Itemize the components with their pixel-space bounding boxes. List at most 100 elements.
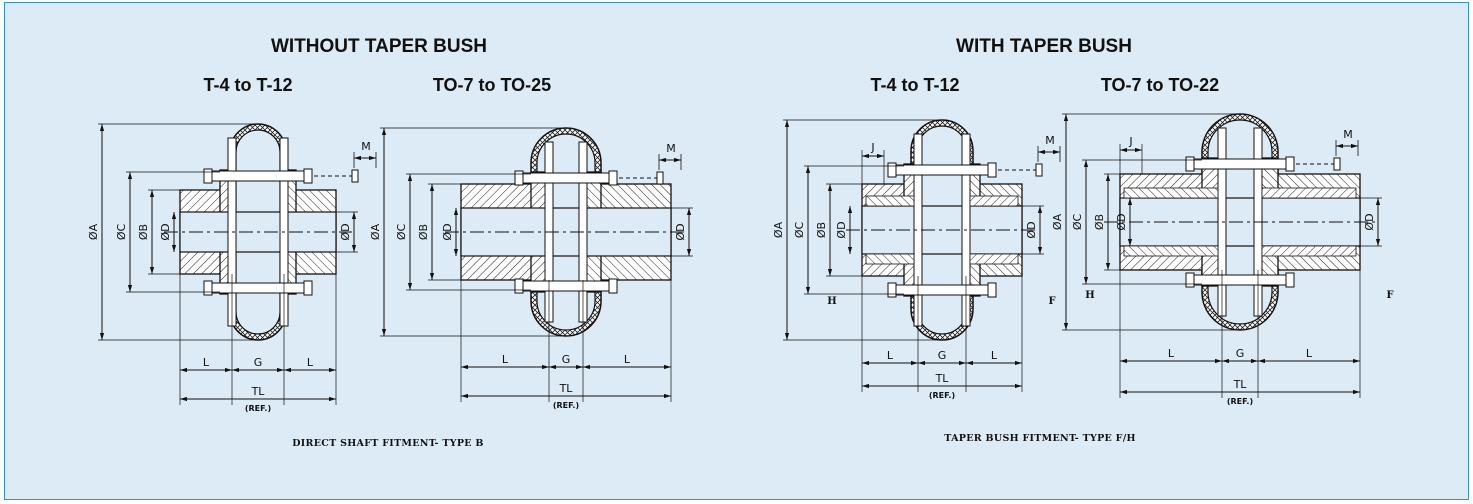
dim-dia-a: ØA xyxy=(772,221,785,238)
bolt xyxy=(209,282,307,294)
dim-l-left: L xyxy=(887,349,894,362)
bolt-nut xyxy=(987,162,997,178)
label-j: J xyxy=(1128,135,1132,148)
dim-dia-b: ØB xyxy=(1093,214,1106,230)
dim-g: G xyxy=(562,353,571,366)
bolt-head xyxy=(514,278,524,294)
label-ref: (REF.) xyxy=(245,404,271,413)
dim-dia-c: ØC xyxy=(395,224,408,241)
dim-tl: TL xyxy=(1233,378,1248,391)
caption-direct-shaft-fitment: DIRECT SHAFT FITMENT- TYPE B xyxy=(292,438,484,449)
shaft-bore xyxy=(861,205,1023,255)
bolt-spare xyxy=(351,169,359,183)
bolt xyxy=(893,164,991,176)
label-h: H xyxy=(827,296,836,307)
label-m: M xyxy=(1045,134,1055,147)
taper-bush-bottom xyxy=(1123,245,1219,257)
bolt-nut xyxy=(303,280,313,296)
bolt-nut xyxy=(608,170,618,186)
taper-bush-top-r xyxy=(969,195,1019,207)
taper-bush-bottom xyxy=(865,253,915,265)
bolt-nut xyxy=(987,282,997,298)
label-f: F xyxy=(1048,296,1055,307)
heading-with-taper-bush: WITH TAPER BUSH xyxy=(956,36,1132,57)
drawing-t4-t12-direct: M ØA ØC ØB ØD ØD L G L TL (REF.) xyxy=(87,123,377,413)
label-f: F xyxy=(1386,290,1393,301)
dim-dia-d-right: ØD xyxy=(1363,213,1376,230)
bolt xyxy=(520,172,612,184)
bolt xyxy=(1191,274,1289,286)
dim-dia-d-right: ØD xyxy=(339,223,352,240)
dim-l-left: L xyxy=(1168,347,1175,360)
taper-bush-top xyxy=(1123,187,1219,199)
dim-dia-c: ØC xyxy=(115,224,128,241)
bolt xyxy=(893,284,991,296)
label-ref: (REF.) xyxy=(929,391,955,400)
bolt-nut xyxy=(303,168,313,184)
dim-tl: TL xyxy=(935,372,950,385)
dim-dia-d-right: ØD xyxy=(674,223,687,240)
dim-dia-c: ØC xyxy=(1071,214,1084,231)
dim-g: G xyxy=(1236,347,1245,360)
dim-dia-c: ØC xyxy=(793,222,806,239)
bolt-nut xyxy=(1285,272,1295,288)
dim-dia-a: ØA xyxy=(369,223,382,240)
drawing-to7-to22: M ØA ØC ØB ØD ØD J H F L G L TL (REF.) xyxy=(1051,113,1394,406)
dim-dia-d-left: ØD xyxy=(159,223,172,240)
dim-dia-d-left: ØD xyxy=(835,221,848,238)
taper-bush-top xyxy=(865,195,915,207)
bolt-head xyxy=(203,280,213,296)
dim-tl: TL xyxy=(251,385,266,398)
bolt-spare xyxy=(1035,163,1043,177)
drawing-to7-to25: M ØA ØC ØB ØD ØD L G L TL (REF.) xyxy=(369,127,693,410)
subheading-to7-to22: TO-7 to TO-22 xyxy=(1100,75,1220,95)
dim-tl: TL xyxy=(559,382,574,395)
subheading-t4-t12-taper: T-4 to T-12 xyxy=(870,75,960,95)
dim-dia-d-left: ØD xyxy=(1115,213,1128,230)
dim-l-left: L xyxy=(502,353,509,366)
bolt-head xyxy=(887,162,897,178)
label-j: J xyxy=(870,141,874,154)
dim-dia-d-right: ØD xyxy=(1025,221,1038,238)
dim-l-right: L xyxy=(307,356,314,369)
bolt xyxy=(1191,158,1289,170)
dim-dia-b: ØB xyxy=(815,222,828,238)
taper-bush-bottom-r xyxy=(969,253,1019,265)
dim-dia-b: ØB xyxy=(417,224,430,240)
dim-l-right: L xyxy=(991,349,998,362)
dim-dia-a: ØA xyxy=(87,223,100,240)
bolt-head xyxy=(1185,272,1195,288)
bolt-head xyxy=(1185,156,1195,172)
taper-bush-top-r xyxy=(1261,187,1357,199)
bolt-nut xyxy=(1285,156,1295,172)
dim-g: G xyxy=(938,349,947,362)
label-ref: (REF.) xyxy=(1227,397,1253,406)
bolt-spare xyxy=(656,171,664,185)
bolt-head xyxy=(514,170,524,186)
dim-dia-d-left: ØD xyxy=(441,223,454,240)
label-m: M xyxy=(1343,128,1353,141)
subheading-to7-to25: TO-7 to TO-25 xyxy=(432,75,552,95)
drawing-t4-t12-taper: M ØA ØC ØB ØD ØD J H F L G L TL (REF.) xyxy=(772,119,1061,400)
dim-l-right: L xyxy=(624,353,631,366)
heading-without-taper-bush: WITHOUT TAPER BUSH xyxy=(270,36,488,57)
bolt xyxy=(520,280,612,292)
subheading-t4-t12-direct: T-4 to T-12 xyxy=(203,75,293,95)
bolt-head xyxy=(203,168,213,184)
taper-bush-bottom-r xyxy=(1261,245,1357,257)
caption-taper-bush-fitment: TAPER BUSH FITMENT- TYPE F/H xyxy=(944,433,1136,444)
label-h: H xyxy=(1085,290,1094,301)
bolt-head xyxy=(887,282,897,298)
dim-l-left: L xyxy=(203,356,210,369)
dim-dia-b: ØB xyxy=(137,224,150,240)
label-m: M xyxy=(666,142,676,155)
label-ref: (REF.) xyxy=(553,401,579,410)
bolt-nut xyxy=(608,278,618,294)
dim-l-right: L xyxy=(1306,347,1313,360)
dim-dia-a: ØA xyxy=(1051,213,1064,230)
label-m: M xyxy=(361,140,371,153)
bolt xyxy=(209,170,307,182)
dim-g: G xyxy=(254,356,263,369)
bolt-spare xyxy=(1333,157,1341,171)
